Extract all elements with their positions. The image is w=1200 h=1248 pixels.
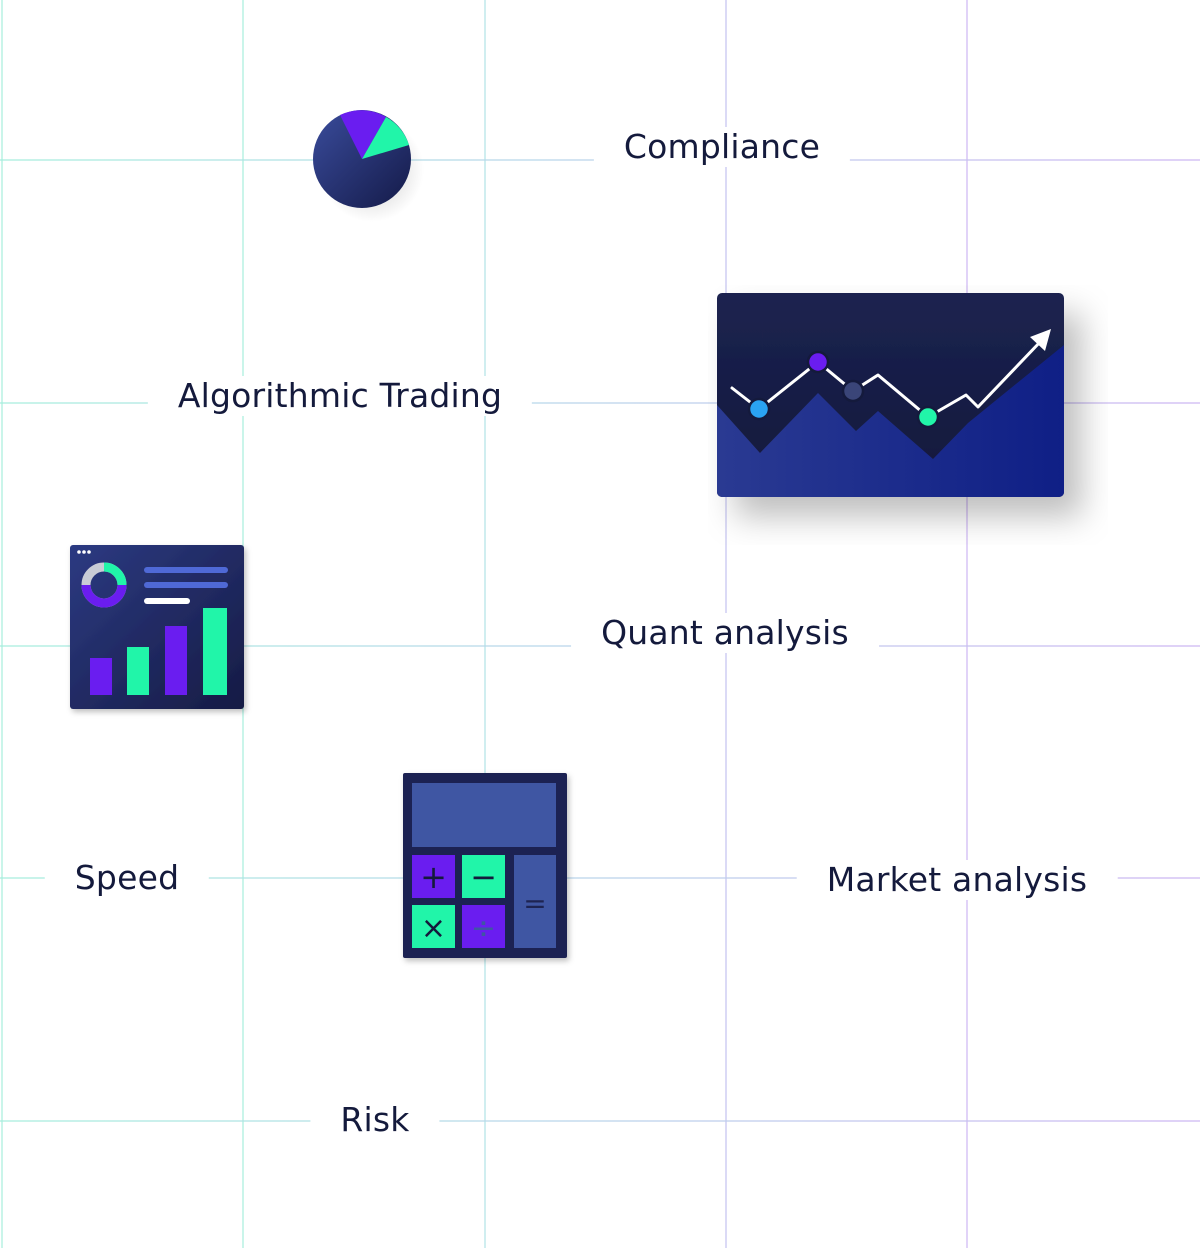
window-dot (77, 550, 81, 554)
window-dot (87, 550, 91, 554)
label-speed: Speed (44, 858, 210, 898)
trend-point-green (916, 405, 940, 429)
trend-arrow-head (1030, 329, 1051, 351)
calc-symbol-divide: ÷ (471, 911, 496, 946)
dashboard-text-line (144, 598, 190, 604)
label-risk: Risk (310, 1100, 440, 1140)
dashboard-bar (203, 608, 227, 695)
donut-ring-green (103, 562, 127, 586)
dashboard-bar (165, 626, 187, 695)
calc-key-divide (462, 905, 505, 948)
dashboard-text-line (144, 582, 228, 588)
calculator-icon: + − × ÷ = (403, 773, 567, 958)
dashboard-text-line (144, 567, 228, 573)
label-market-analysis: Market analysis (796, 860, 1118, 900)
trading-card-mountain (717, 345, 1064, 497)
calc-key-plus (412, 855, 455, 898)
label-compliance: Compliance (593, 127, 851, 167)
calc-symbol-minus: − (470, 858, 497, 896)
pie-slice-purple (340, 110, 386, 159)
calc-symbol-equals: = (523, 887, 546, 920)
calc-symbol-times: × (421, 911, 446, 946)
trading-trend-line (730, 339, 1043, 419)
pie-slice-green (362, 117, 409, 159)
dashboard-icon (70, 545, 244, 709)
window-dot (82, 550, 86, 554)
trend-point-slate (841, 379, 865, 403)
dashboard-bar (127, 647, 149, 695)
calculator-display (412, 783, 556, 847)
calc-symbol-plus: + (420, 858, 447, 896)
vertical-grid-lines (1, 0, 968, 1248)
calc-key-minus (462, 855, 505, 898)
trend-point-blue (747, 397, 771, 421)
label-quant-analysis: Quant analysis (571, 613, 879, 653)
label-algorithmic-trading: Algorithmic Trading (147, 376, 533, 416)
calc-key-equals (514, 855, 556, 948)
trend-point-purple (806, 350, 830, 374)
dashboard-bar (90, 658, 112, 695)
donut-ring-purple (81, 584, 127, 608)
calc-key-times (412, 905, 455, 948)
pie-chart-icon (313, 110, 424, 222)
trading-chart-card-icon (717, 293, 1064, 497)
